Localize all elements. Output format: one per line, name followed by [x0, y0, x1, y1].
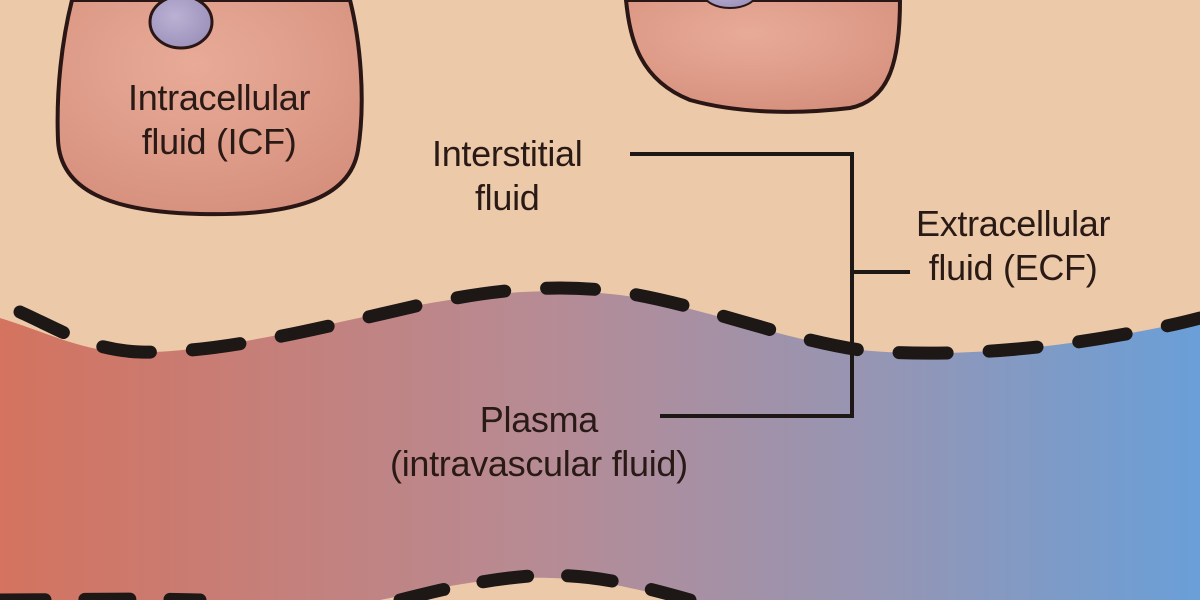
plasma-label-line1: Plasma — [479, 399, 599, 440]
nucleus-right — [705, 0, 755, 9]
interstitial-label-line2: fluid — [474, 177, 540, 218]
ecf-label-line2: fluid (ECF) — [928, 247, 1098, 288]
ecf-label-line1: Extracellular — [916, 203, 1111, 244]
icf-label: Intracellular fluid (ICF) — [128, 76, 310, 164]
plasma-vessel — [0, 291, 1200, 600]
interstitial-label-line1: Interstitial — [432, 133, 583, 174]
plasma-label-line2: (intravascular fluid) — [390, 443, 688, 484]
icf-label-line1: Intracellular — [128, 77, 311, 118]
nucleus-left — [148, 0, 214, 50]
ecf-label: Extracellular fluid (ECF) — [916, 202, 1110, 290]
cell-left — [55, 0, 364, 217]
interstitial-label: Interstitial fluid — [432, 132, 583, 220]
plasma-label: Plasma (intravascular fluid) — [390, 398, 688, 486]
cell-right — [623, 0, 903, 114]
icf-label-line2: fluid (ICF) — [141, 121, 297, 162]
